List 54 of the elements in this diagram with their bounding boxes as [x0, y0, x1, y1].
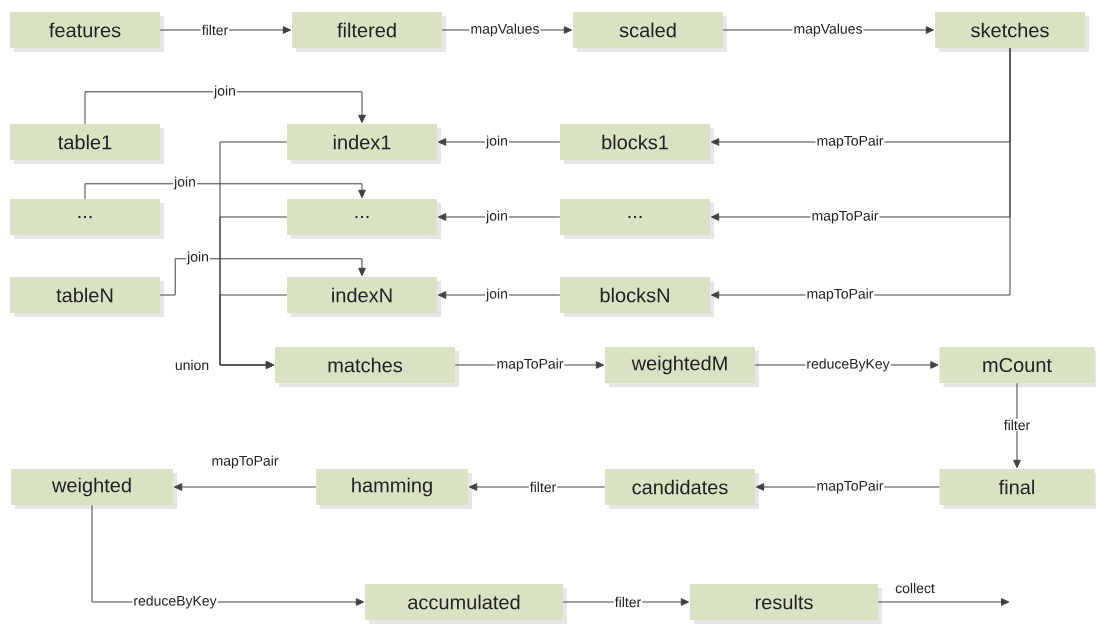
edge-label: mapToPair [495, 357, 565, 373]
edge-label: mapToPair [815, 479, 885, 495]
process-box: ... [10, 199, 164, 239]
arrow [219, 294, 288, 369]
process-box: blocks1 [560, 124, 714, 164]
edge-label: mapToPair [805, 287, 875, 303]
edge-label: join [173, 175, 197, 191]
edge-label: join [485, 287, 509, 303]
edge-label: mapValues [792, 22, 864, 38]
process-box: features [10, 12, 164, 52]
edge-label: filter [528, 480, 558, 494]
process-box: filtered [292, 12, 446, 52]
arrow [84, 183, 366, 200]
process-box: index1 [287, 124, 441, 164]
edge-label: filter [613, 595, 643, 609]
process-box: results [690, 584, 882, 624]
arrow [437, 213, 561, 221]
process-box: indexN [287, 277, 441, 317]
edge-label: reduceByKey [132, 594, 218, 610]
edge-label: join [485, 134, 509, 150]
edge-label: filter [1002, 418, 1032, 432]
arrow [877, 598, 1010, 606]
process-box: table1 [10, 124, 164, 164]
edge-label: join [485, 209, 509, 225]
process-box: ... [560, 199, 714, 239]
arrow [173, 483, 317, 491]
process-box: ... [287, 199, 441, 239]
edge-label: union [173, 358, 211, 372]
arrow [84, 91, 366, 125]
edge-label: mapToPair [210, 454, 280, 470]
process-box: scaled [573, 12, 727, 52]
process-box: blocksN [560, 277, 714, 317]
process-box: candidates [605, 469, 759, 509]
edge-label: reduceByKey [805, 357, 891, 373]
edge-label: mapValues [469, 22, 541, 38]
process-box: sketches [935, 12, 1089, 52]
process-box: matches [275, 347, 459, 387]
edge-label: join [213, 84, 237, 100]
edge-label: mapToPair [815, 134, 885, 150]
process-box: mCount [939, 347, 1096, 387]
edge-label: filter [200, 23, 230, 37]
arrow [1013, 382, 1021, 469]
arrow [159, 258, 366, 296]
process-box: final [939, 469, 1096, 509]
process-box: accumulated [365, 584, 567, 624]
edge-label: collect [894, 581, 936, 595]
arrow [437, 291, 561, 299]
process-box: weighted [11, 469, 177, 509]
process-box: weightedM [605, 347, 759, 387]
process-box: tableN [10, 277, 164, 317]
arrow [437, 138, 561, 146]
process-box: hamming [316, 469, 472, 509]
edge-label: mapToPair [810, 209, 880, 225]
edge-label: join [186, 250, 210, 266]
